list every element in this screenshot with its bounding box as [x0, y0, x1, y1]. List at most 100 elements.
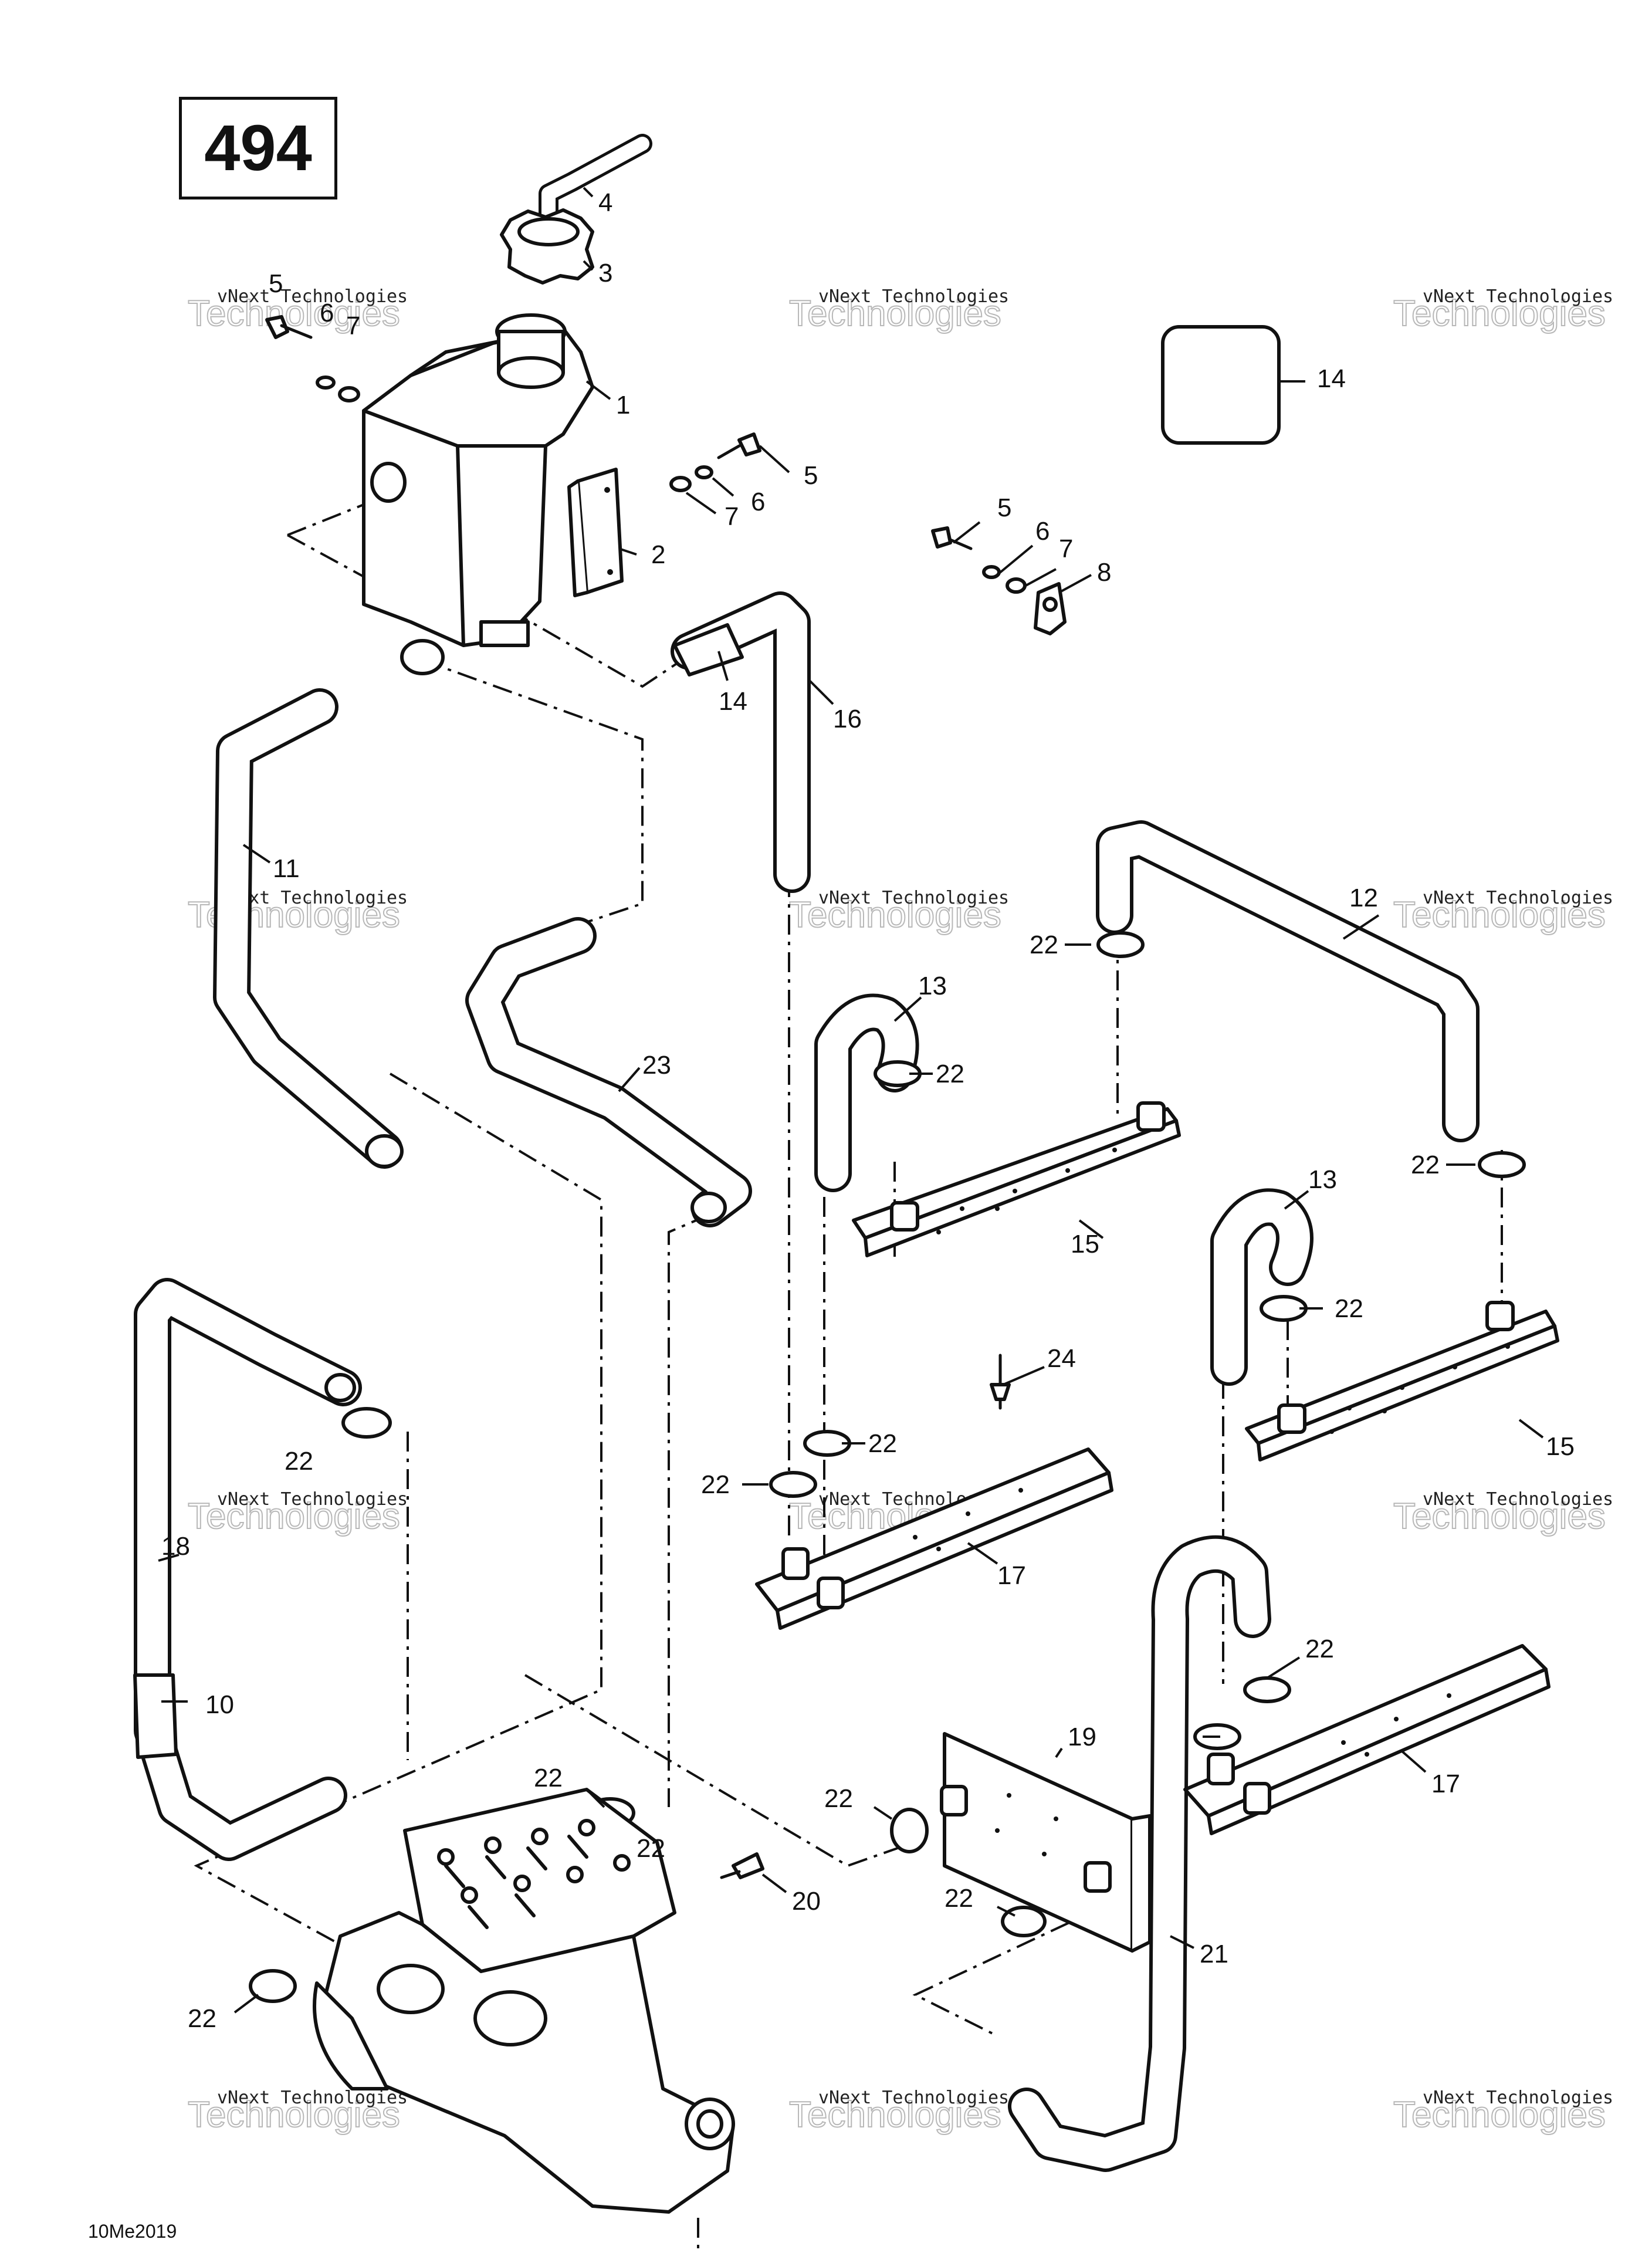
heat-exchanger-15-lower — [1245, 1301, 1559, 1462]
heat-exchanger-15-upper — [852, 1101, 1181, 1257]
callout-1: 1 — [616, 391, 630, 420]
watermark-text: vNext Technologies — [818, 286, 1009, 307]
heat-exchanger-17-upper — [755, 1447, 1113, 1630]
hose-13-left — [814, 993, 919, 1192]
hose-clamp — [769, 1471, 817, 1498]
watermark-ghost: Technologies — [188, 1496, 400, 1537]
watermark-ghost: Technologies — [1393, 895, 1606, 935]
watermark-ghost: Technologies — [789, 293, 1001, 334]
decal-square — [1161, 325, 1281, 445]
watermark-ghost: Technologies — [1393, 2095, 1606, 2135]
callout-labels: 4 3 5 6 7 1 5 6 7 2 5 6 7 8 14 14 16 11 … — [161, 188, 1575, 2033]
watermark-text: vNext Technologies — [1423, 1489, 1613, 1510]
watermark-text: vNext Technologies — [1423, 2088, 1613, 2108]
diagram-number-box: 494 — [179, 97, 337, 199]
leader-lines — [158, 187, 1544, 2014]
watermark-ghost: Technologies — [188, 293, 400, 334]
callout-18: 18 — [161, 1532, 190, 1561]
callout-22: 22 — [701, 1470, 730, 1499]
hose-21 — [1008, 1535, 1271, 2172]
hose-18 — [133, 1278, 362, 1861]
callout-13: 13 — [1308, 1165, 1337, 1194]
hose-clamp — [341, 1407, 392, 1439]
callout-8: 8 — [1097, 558, 1111, 587]
reservoir-bracket — [567, 468, 624, 597]
hose-16 — [671, 591, 811, 893]
callout-2: 2 — [651, 540, 665, 569]
callout-22: 22 — [285, 1447, 313, 1476]
callout-16: 16 — [833, 705, 862, 733]
watermark-ghost: Technologies — [188, 2095, 400, 2135]
assembly-line — [524, 1674, 898, 1868]
hose-clamp — [1243, 1676, 1291, 1703]
hose-clamp — [1260, 1295, 1308, 1322]
callout-22: 22 — [637, 1834, 665, 1863]
callout-22: 22 — [1335, 1294, 1363, 1323]
screw-set-left — [265, 315, 360, 402]
watermark-text: vNext Technologies — [217, 286, 408, 307]
callout-3: 3 — [598, 259, 612, 287]
callout-22: 22 — [936, 1060, 964, 1088]
hose-11 — [213, 688, 404, 1169]
assembly-line — [668, 1213, 710, 1807]
hose-clamp — [890, 1808, 929, 1853]
bleed-screw — [990, 1354, 1011, 1410]
watermark-text: vNext Technologies — [818, 2088, 1009, 2108]
callout-20: 20 — [792, 1887, 821, 1916]
callout-17: 17 — [1431, 1770, 1460, 1798]
coolant-reservoir — [362, 313, 594, 675]
hose-13-right — [1210, 1188, 1314, 1386]
callout-7: 7 — [346, 312, 360, 340]
callout-7: 7 — [1059, 535, 1073, 563]
reservoir-cap — [500, 208, 594, 285]
callout-13: 13 — [918, 972, 947, 1000]
callout-23: 23 — [642, 1051, 671, 1080]
callout-22: 22 — [868, 1429, 897, 1458]
callout-11: 11 — [273, 854, 300, 883]
engine-block — [313, 1788, 735, 2214]
callout-21: 21 — [1200, 1940, 1228, 1968]
callout-4: 4 — [598, 188, 612, 217]
watermark-text: vNext Technologies — [818, 888, 1009, 908]
callout-22: 22 — [945, 1884, 973, 1913]
watermark-text: vNext Technologies — [1423, 286, 1613, 307]
assembly-line — [912, 1906, 1103, 2037]
assembly-line — [287, 503, 364, 536]
temperature-sensor — [720, 1852, 764, 1879]
breather-hose — [539, 134, 652, 242]
hose-clamp — [1478, 1151, 1526, 1178]
callout-10: 10 — [205, 1690, 234, 1719]
callout-22: 22 — [534, 1764, 563, 1792]
callout-14: 14 — [1317, 364, 1346, 393]
callout-6: 6 — [1035, 517, 1050, 546]
hose-12 — [1096, 820, 1480, 1142]
callout-22: 22 — [1411, 1151, 1440, 1179]
callout-22: 22 — [1305, 1635, 1334, 1663]
watermark-ghost: Technologies — [1393, 293, 1606, 334]
callout-22: 22 — [188, 2004, 216, 2033]
callout-12: 12 — [1349, 884, 1378, 912]
callout-5: 5 — [269, 269, 283, 298]
callout-22: 22 — [1030, 931, 1058, 959]
screw-set-mid — [669, 432, 761, 492]
assembly-line — [422, 659, 644, 934]
watermark-text: vNext Technologies — [1423, 888, 1613, 908]
callout-14: 14 — [719, 687, 747, 716]
hose-clamps — [249, 931, 1526, 2003]
callout-19: 19 — [1068, 1723, 1096, 1751]
hose-23 — [465, 917, 752, 1227]
hose-clamp — [249, 1969, 297, 2003]
heat-exchanger-17-lower — [1183, 1644, 1551, 1835]
watermark-text: vNext Technologies — [217, 2088, 408, 2108]
drawing-code: 10Me2019 — [88, 2221, 177, 2242]
callout-7: 7 — [725, 502, 739, 531]
assembly-line — [509, 609, 688, 688]
callout-15: 15 — [1071, 1230, 1099, 1259]
callout-24: 24 — [1047, 1344, 1076, 1373]
callout-6: 6 — [751, 488, 765, 516]
watermark-text: vNext Technologies — [217, 1489, 408, 1510]
cover-plate-19 — [940, 1732, 1152, 1953]
watermark-ghost: Technologies — [1393, 1496, 1606, 1537]
hose-clamp — [1096, 931, 1145, 958]
